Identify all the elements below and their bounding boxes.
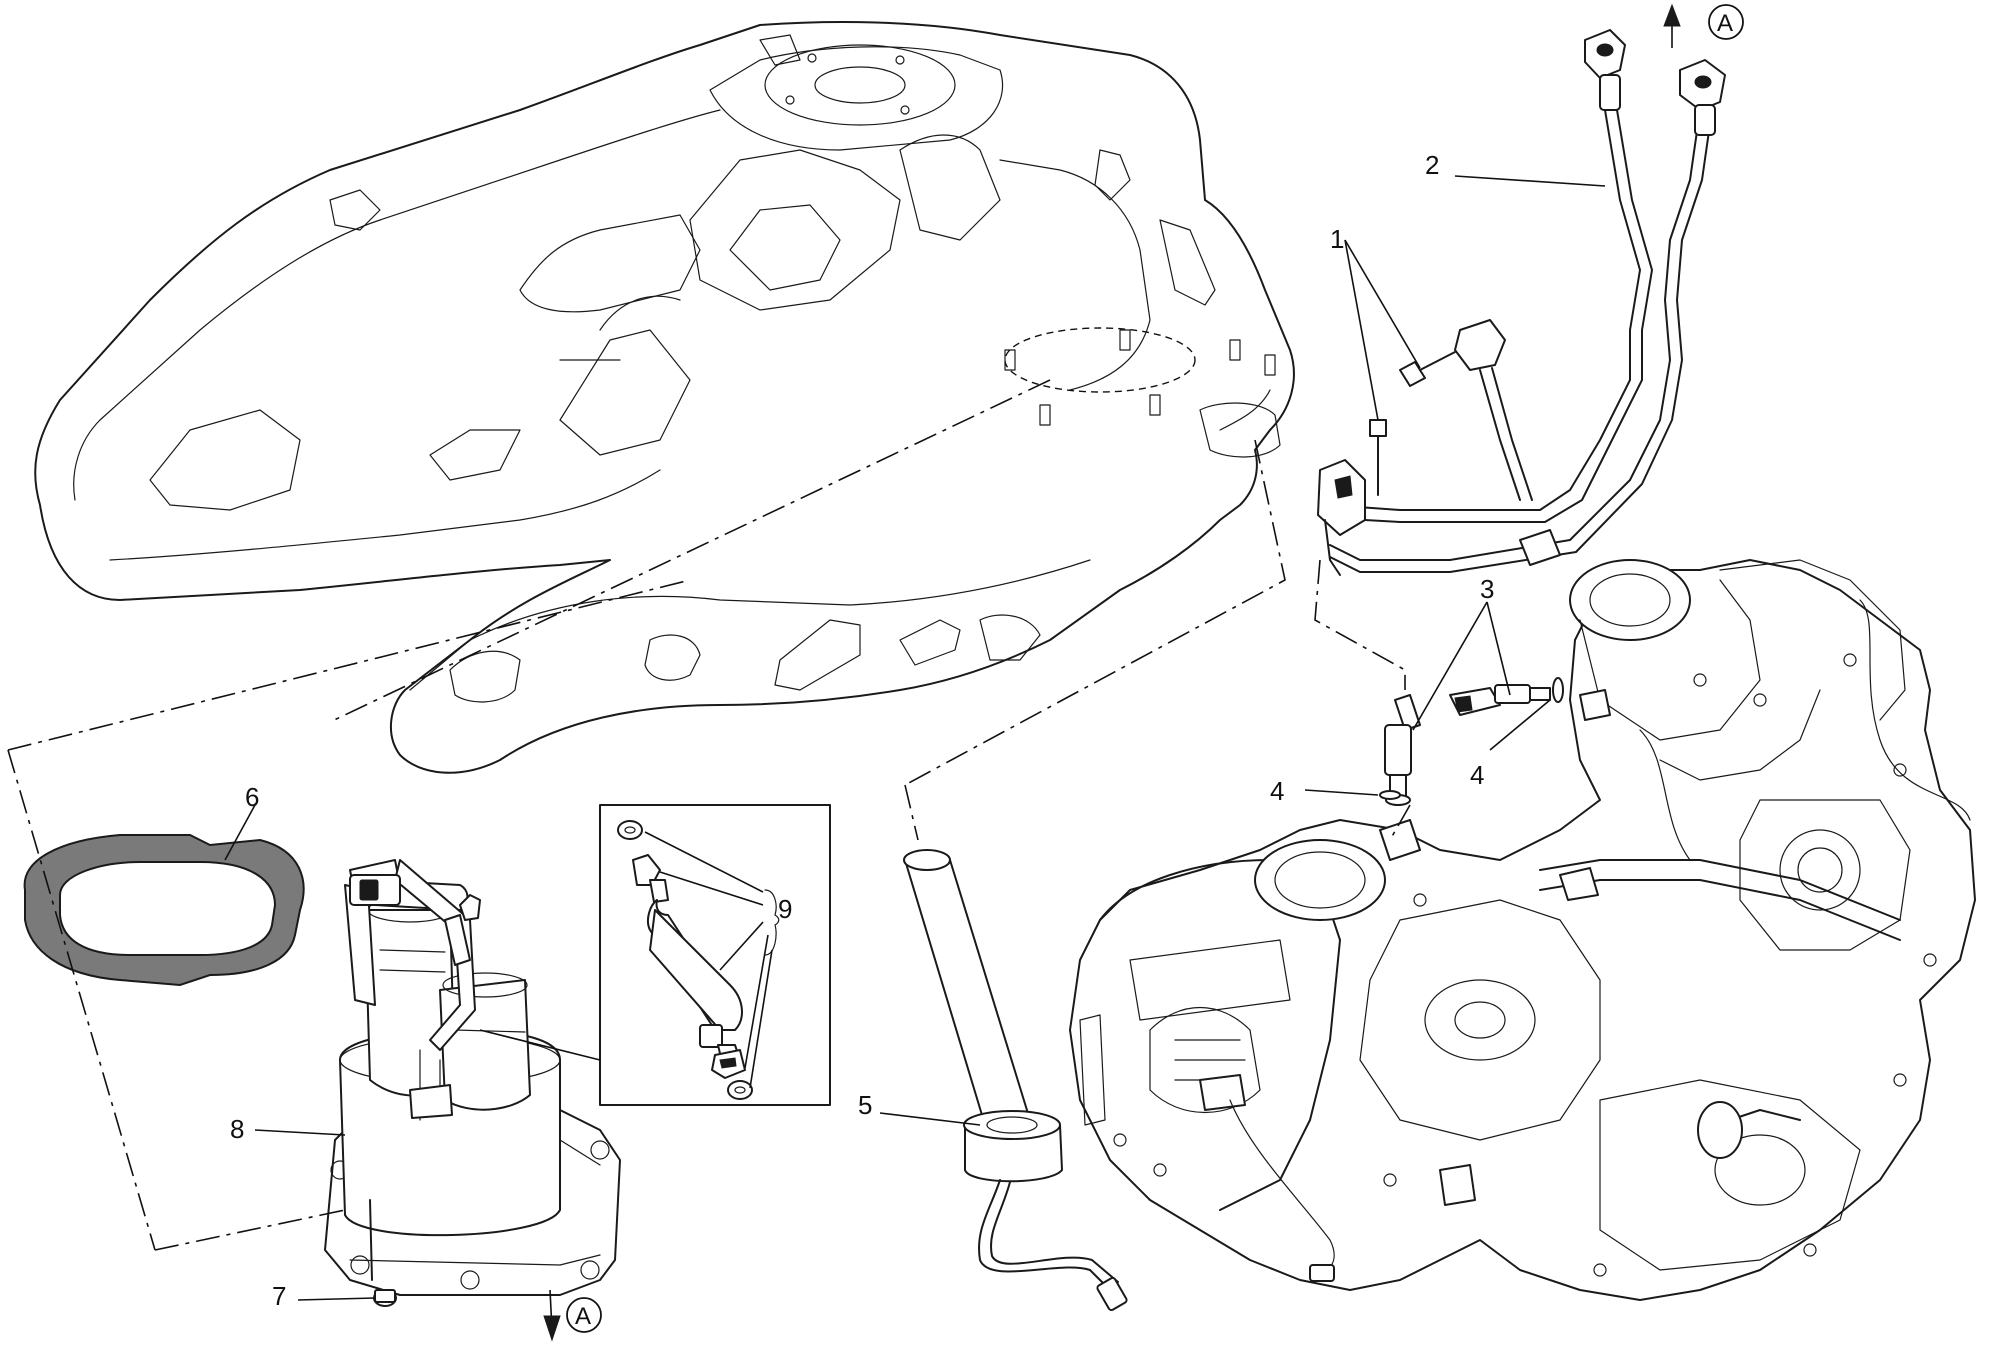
- assembly-lines: [7, 379, 1411, 1251]
- reference-arrow-bottom: A: [543, 1289, 602, 1342]
- reference-label-top: A: [1717, 10, 1733, 37]
- callout-labels: 1 2 3 4 4 5 6 7 8 9: [230, 150, 1494, 1311]
- fuel-pump: [324, 859, 621, 1307]
- reference-label-bottom: A: [575, 1303, 591, 1330]
- fuel-tank: [34, 21, 1295, 774]
- callout-4-left: 4: [1270, 776, 1284, 806]
- callout-3: 3: [1480, 574, 1494, 604]
- callout-8: 8: [230, 1114, 244, 1144]
- callout-6: 6: [245, 782, 259, 812]
- vent-tube: [903, 849, 1128, 1312]
- callout-5: 5: [858, 1090, 872, 1120]
- engine: [1069, 559, 1976, 1301]
- callout-7: 7: [272, 1281, 286, 1311]
- leader-lines: [224, 175, 1606, 1301]
- callout-2: 2: [1425, 150, 1439, 180]
- callout-4-right: 4: [1470, 760, 1484, 790]
- callout-9: 9: [778, 894, 792, 924]
- screws: [1369, 351, 1456, 496]
- filter-detail-box: [479, 804, 831, 1106]
- callout-1: 1: [1330, 224, 1344, 254]
- injectors: [1379, 677, 1564, 806]
- gasket: [23, 834, 305, 987]
- reference-arrow-top: A: [1663, 3, 1744, 48]
- mounting-studs: [1004, 329, 1276, 426]
- fuel-hoses: [1317, 29, 1726, 576]
